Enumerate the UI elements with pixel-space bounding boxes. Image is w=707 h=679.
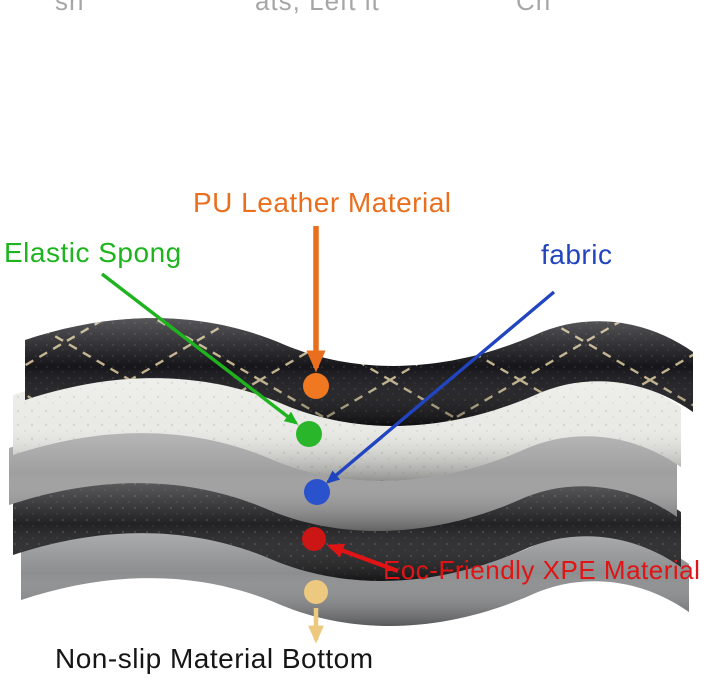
pu-leather-label: PU Leather Material xyxy=(193,187,452,218)
top-cutoff-text-fragment: ats, Left it xyxy=(255,0,380,16)
non-slip-bottom-label: Non-slip Material Bottom xyxy=(55,643,374,674)
xpe-material-label: Eoc-Friendly XPE Material xyxy=(383,555,701,585)
elastic-sponge-label: Elastic Spong xyxy=(4,237,182,268)
elastic-sponge-dot xyxy=(296,421,322,447)
fabric-label: fabric xyxy=(541,239,613,270)
pu-leather-dot xyxy=(303,373,329,399)
non-slip-dot xyxy=(304,580,328,604)
xpe-dot xyxy=(302,527,326,551)
top-cutoff-text-fragment: sh xyxy=(55,0,85,16)
fabric-dot xyxy=(304,479,330,505)
top-cutoff-text-fragment: Ch xyxy=(516,0,552,16)
fabric-arrow xyxy=(325,290,556,484)
xpe-arrow xyxy=(326,543,399,573)
elastic-sponge-arrow xyxy=(100,272,299,425)
